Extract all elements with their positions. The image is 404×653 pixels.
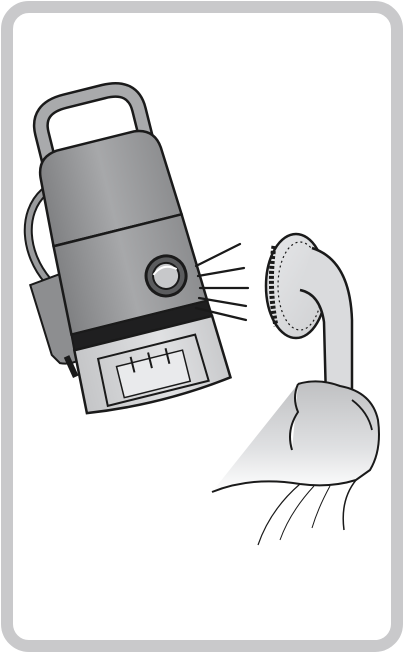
illustration-frame bbox=[0, 0, 404, 653]
manual-illustration bbox=[0, 0, 404, 653]
